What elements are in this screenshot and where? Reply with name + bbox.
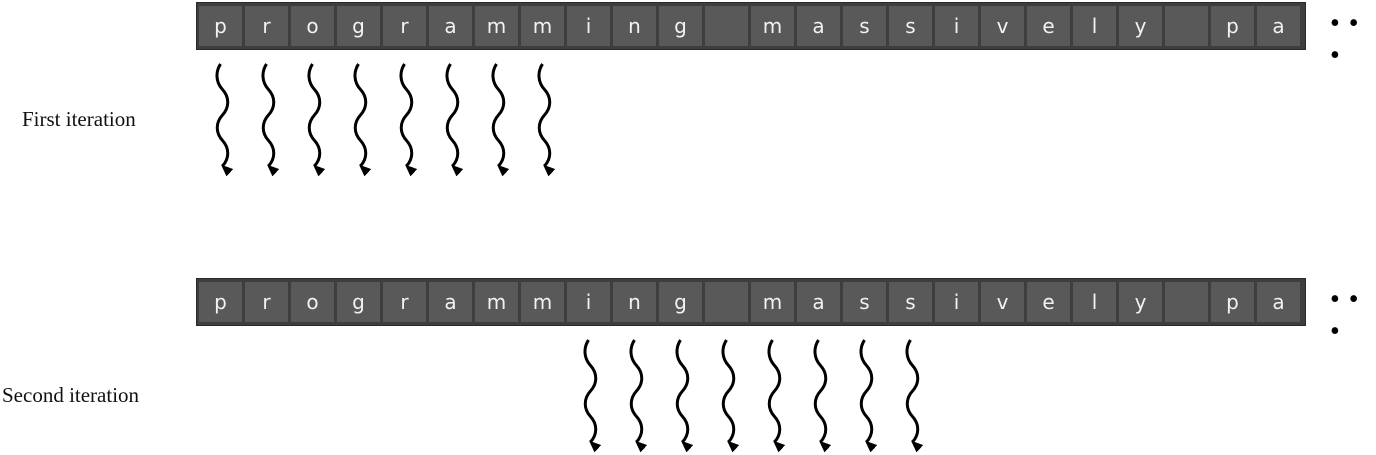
thread-arrow [353,63,372,177]
char-cell: p [1211,6,1254,46]
char-cell: p [199,6,242,46]
char-cell: a [1257,282,1300,322]
char-cell: v [981,282,1024,322]
char-cell: a [429,282,472,322]
char-cell: g [659,282,702,322]
char-cell: y [1119,282,1162,322]
thread-arrow [537,63,556,177]
char-cell: r [245,6,288,46]
thread-arrow [859,339,878,453]
thread-arrow [583,339,602,453]
char-cell-space [705,282,748,322]
char-cell: s [889,6,932,46]
thread-group-first [215,63,556,177]
char-cell: o [291,282,334,322]
char-cell: o [291,6,334,46]
char-cell: i [567,282,610,322]
char-cell: i [567,6,610,46]
char-cell: g [659,6,702,46]
first-iteration-label: First iteration [22,107,136,131]
char-cell: m [751,6,794,46]
char-cell: i [935,6,978,46]
char-cell: s [843,282,886,322]
char-cell: r [383,6,426,46]
char-cell: m [475,282,518,322]
thread-group-second [583,339,924,453]
thread-arrow [261,63,280,177]
char-cell-space [705,6,748,46]
thread-arrow [399,63,418,177]
char-cell: m [475,6,518,46]
thread-arrow [491,63,510,177]
char-cell: n [613,282,656,322]
char-cell: s [843,6,886,46]
continuation-ellipsis-second: • • • [1330,284,1360,347]
char-cell: p [199,282,242,322]
char-cell: l [1073,6,1116,46]
thread-arrow [767,339,786,453]
char-cell: r [245,282,288,322]
thread-arrow [445,63,464,177]
thread-arrow [721,339,740,453]
char-cell-space [1165,6,1208,46]
char-cell: r [383,282,426,322]
char-cell: v [981,6,1024,46]
char-cell: n [613,6,656,46]
char-cell: s [889,282,932,322]
char-cell: e [1027,282,1070,322]
char-cell: l [1073,282,1116,322]
char-cell: p [1211,282,1254,322]
char-cell: i [935,282,978,322]
char-cell-space [1165,282,1208,322]
second-iteration-label: Second iteration [2,383,140,407]
char-cell: g [337,6,380,46]
thread-arrow [675,339,694,453]
char-cell: a [797,6,840,46]
char-cell: a [797,282,840,322]
thread-arrow [307,63,326,177]
char-cell: y [1119,6,1162,46]
char-cell: m [521,6,564,46]
char-cell: m [751,282,794,322]
char-cell: a [1257,6,1300,46]
char-cell: m [521,282,564,322]
thread-arrow [905,339,924,453]
char-cell: a [429,6,472,46]
char-cell: g [337,282,380,322]
thread-arrow [629,339,648,453]
thread-arrow [813,339,832,453]
thread-arrow [215,63,234,177]
char-cell: e [1027,6,1070,46]
continuation-ellipsis-first: • • • [1330,8,1360,71]
